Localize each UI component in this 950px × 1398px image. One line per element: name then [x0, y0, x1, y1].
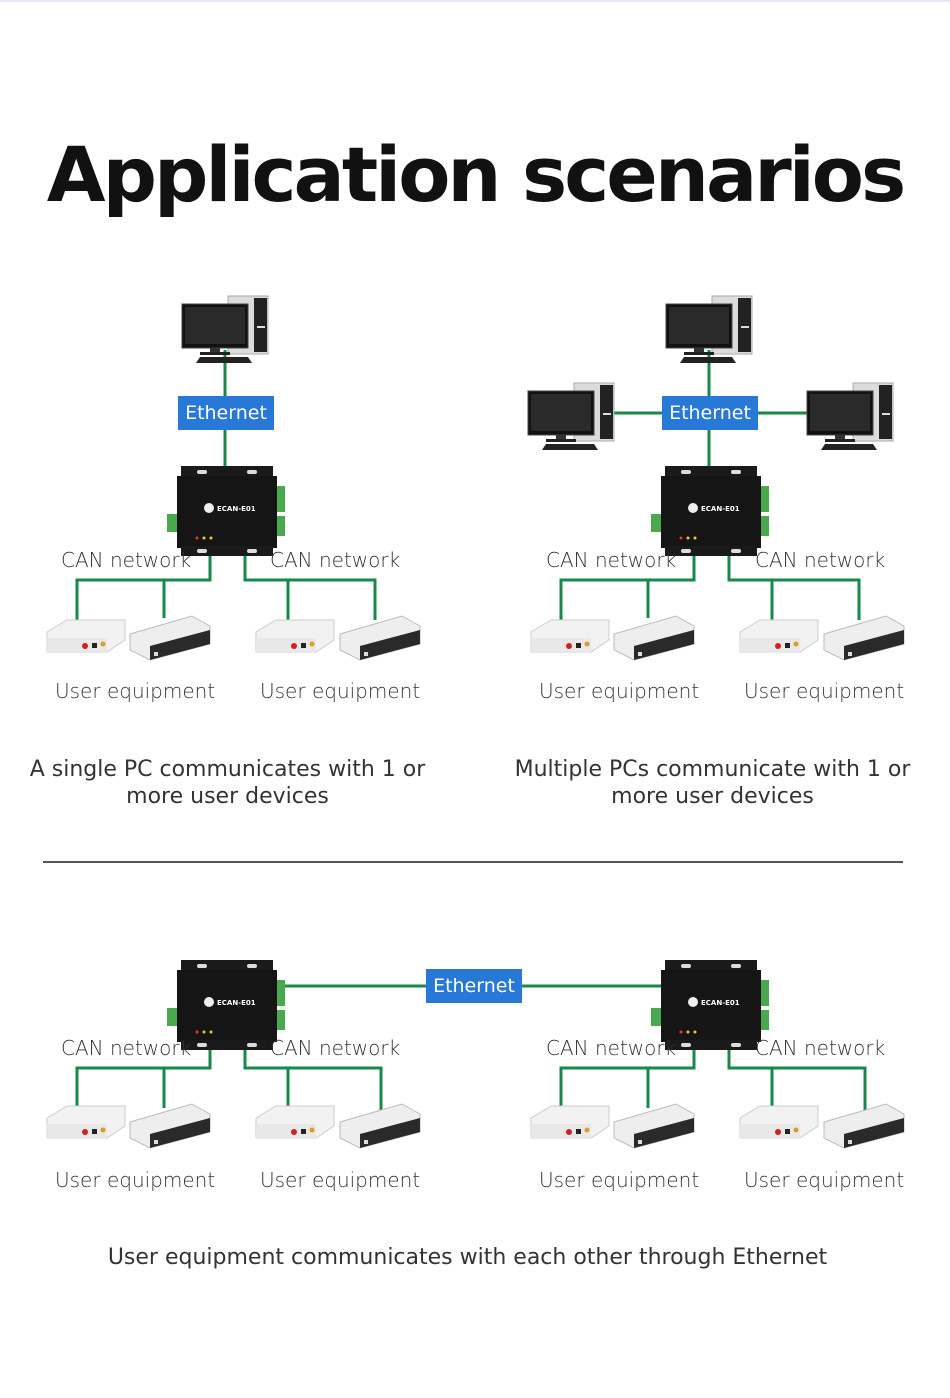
user-device-icon	[823, 1103, 905, 1149]
caption-line: Multiple PCs communicate with 1 or	[514, 757, 911, 782]
user-equipment-label: User equipment	[744, 679, 905, 703]
can-network-label: CAN network	[546, 1036, 677, 1060]
top-border	[0, 0, 950, 2]
caption-line: more user devices	[611, 784, 814, 809]
user-device-icon	[339, 615, 421, 661]
user-equipment-label: User equipment	[55, 679, 216, 703]
pc-icon	[527, 382, 615, 451]
can-network-label: CAN network	[546, 548, 677, 572]
user-device-icon	[530, 1105, 610, 1139]
user-device-icon	[129, 615, 211, 661]
user-equipment-label: User equipment	[55, 1168, 216, 1192]
section-divider	[43, 861, 903, 863]
user-device-icon	[339, 1103, 421, 1149]
scenario-3-caption: User equipment communicates with each ot…	[107, 1245, 828, 1270]
user-device-icon	[613, 1103, 695, 1149]
can-network-label: CAN network	[270, 1036, 401, 1060]
user-device-icon	[129, 1103, 211, 1149]
user-device-icon	[255, 619, 335, 653]
can-network-label: CAN network	[755, 1036, 886, 1060]
user-device-icon	[46, 619, 126, 653]
pc-icon	[665, 295, 753, 364]
gateway-icon	[167, 466, 285, 556]
user-equipment-label: User equipment	[539, 1168, 700, 1192]
user-equipment-label: User equipment	[539, 679, 700, 703]
ethernet-badge: Ethernet	[178, 396, 274, 430]
user-device-icon	[255, 1105, 335, 1139]
pc-icon	[181, 295, 269, 364]
ethernet-badge: Ethernet	[426, 969, 522, 1003]
can-network-label: CAN network	[270, 548, 401, 572]
can-network-label: CAN network	[755, 548, 886, 572]
user-equipment-label: User equipment	[260, 1168, 421, 1192]
user-device-icon	[739, 619, 819, 653]
scenario-1-caption: A single PC communicates with 1 or more …	[0, 756, 455, 810]
user-device-icon	[613, 615, 695, 661]
caption-line: more user devices	[126, 784, 329, 809]
user-device-icon	[823, 615, 905, 661]
can-network-label: CAN network	[61, 1036, 192, 1060]
can-network-label: CAN network	[61, 548, 192, 572]
page-title: Application scenarios	[46, 130, 906, 219]
user-device-icon	[46, 1105, 126, 1139]
scenario-2-caption: Multiple PCs communicate with 1 or more …	[485, 756, 940, 810]
user-device-icon	[530, 619, 610, 653]
pc-icon	[806, 382, 894, 451]
gateway-icon	[651, 466, 769, 556]
caption-line: A single PC communicates with 1 or	[29, 757, 426, 782]
user-equipment-label: User equipment	[260, 679, 421, 703]
user-device-icon	[739, 1105, 819, 1139]
user-equipment-label: User equipment	[744, 1168, 905, 1192]
ethernet-badge: Ethernet	[662, 396, 758, 430]
